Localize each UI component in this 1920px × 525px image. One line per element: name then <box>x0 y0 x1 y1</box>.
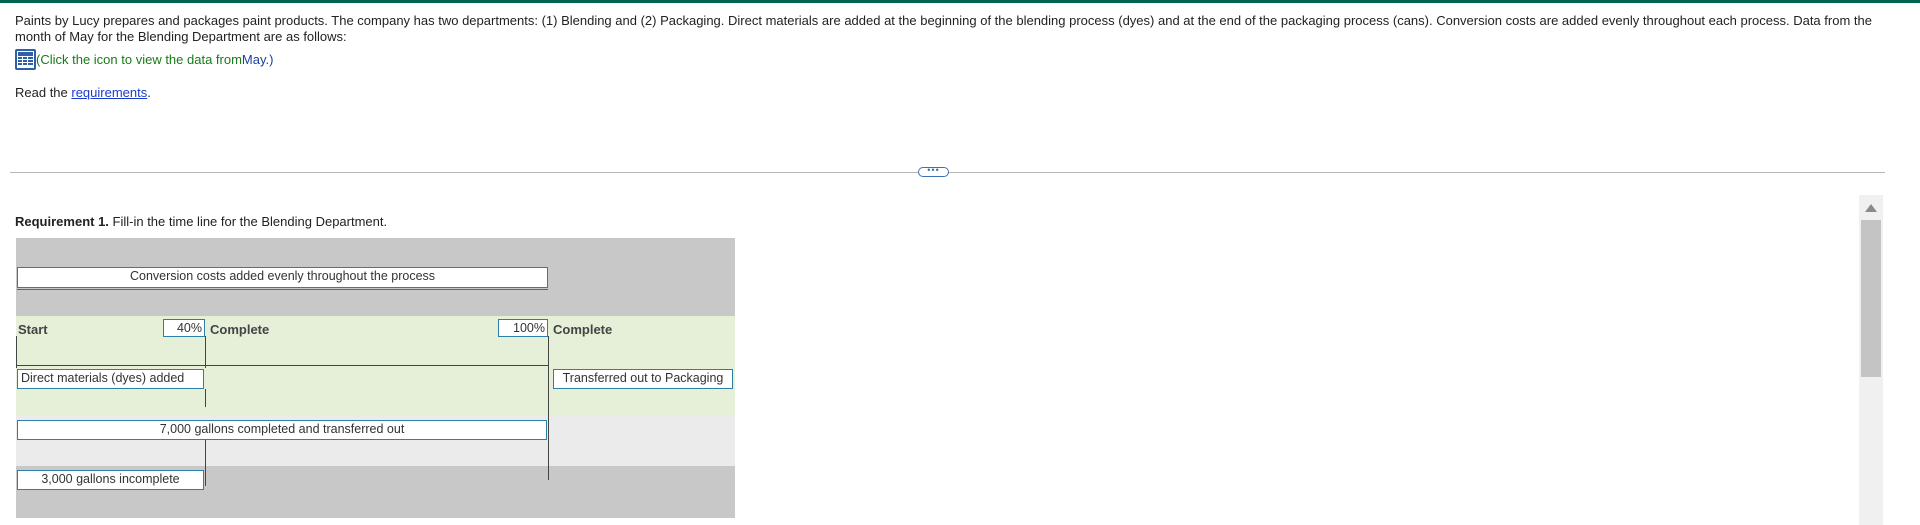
forty-percent-field[interactable]: 40% <box>163 319 205 337</box>
read-suffix: . <box>147 85 151 100</box>
top-accent-bar <box>0 0 1920 3</box>
scrollbar-thumb[interactable] <box>1861 220 1881 377</box>
timeline-band-milestones <box>16 316 735 416</box>
scroll-up-arrow-icon[interactable] <box>1865 204 1877 212</box>
data-link-prefix[interactable]: (Click the icon to view the data from <box>36 51 242 67</box>
gallons-incomplete-field[interactable]: 3,000 gallons incomplete <box>17 470 204 490</box>
forty-complete-label: Complete <box>210 322 270 337</box>
read-prefix: Read the <box>15 85 72 100</box>
direct-materials-field[interactable]: Direct materials (dyes) added <box>17 369 204 389</box>
data-link-row: (Click the icon to view the data from Ma… <box>15 48 274 70</box>
requirement-label: Requirement 1. <box>15 214 109 229</box>
conversion-costs-field[interactable]: Conversion costs added evenly throughout… <box>17 267 548 288</box>
conversion-underline <box>17 289 548 290</box>
requirements-link[interactable]: requirements <box>71 85 148 100</box>
hundred-percent-field[interactable]: 100% <box>498 319 548 337</box>
start-tick <box>16 336 17 368</box>
forty-percent-tick <box>205 336 206 368</box>
divider-resize-handle[interactable]: ••• <box>918 166 949 177</box>
incomplete-connector <box>205 434 206 486</box>
gallons-completed-field[interactable]: 7,000 gallons completed and transferred … <box>17 420 547 440</box>
spreadsheet-icon[interactable] <box>15 48 36 70</box>
hundred-complete-label: Complete <box>553 322 613 337</box>
data-link-month[interactable]: May.) <box>241 51 274 67</box>
start-label: Start <box>18 322 48 337</box>
read-requirements-row: Read the requirements. <box>15 85 151 100</box>
hundred-percent-tick <box>548 336 549 480</box>
transferred-out-field[interactable]: Transferred out to Packaging <box>553 369 733 389</box>
dm-connector <box>205 389 206 407</box>
blending-timeline: Conversion costs added evenly throughout… <box>16 238 735 518</box>
requirement-title: Requirement 1. Fill-in the time line for… <box>15 214 387 229</box>
problem-intro-text: Paints by Lucy prepares and packages pai… <box>15 13 1872 44</box>
timeline-axis-line <box>16 365 549 366</box>
requirement-text: Fill-in the time line for the Blending D… <box>108 214 388 229</box>
